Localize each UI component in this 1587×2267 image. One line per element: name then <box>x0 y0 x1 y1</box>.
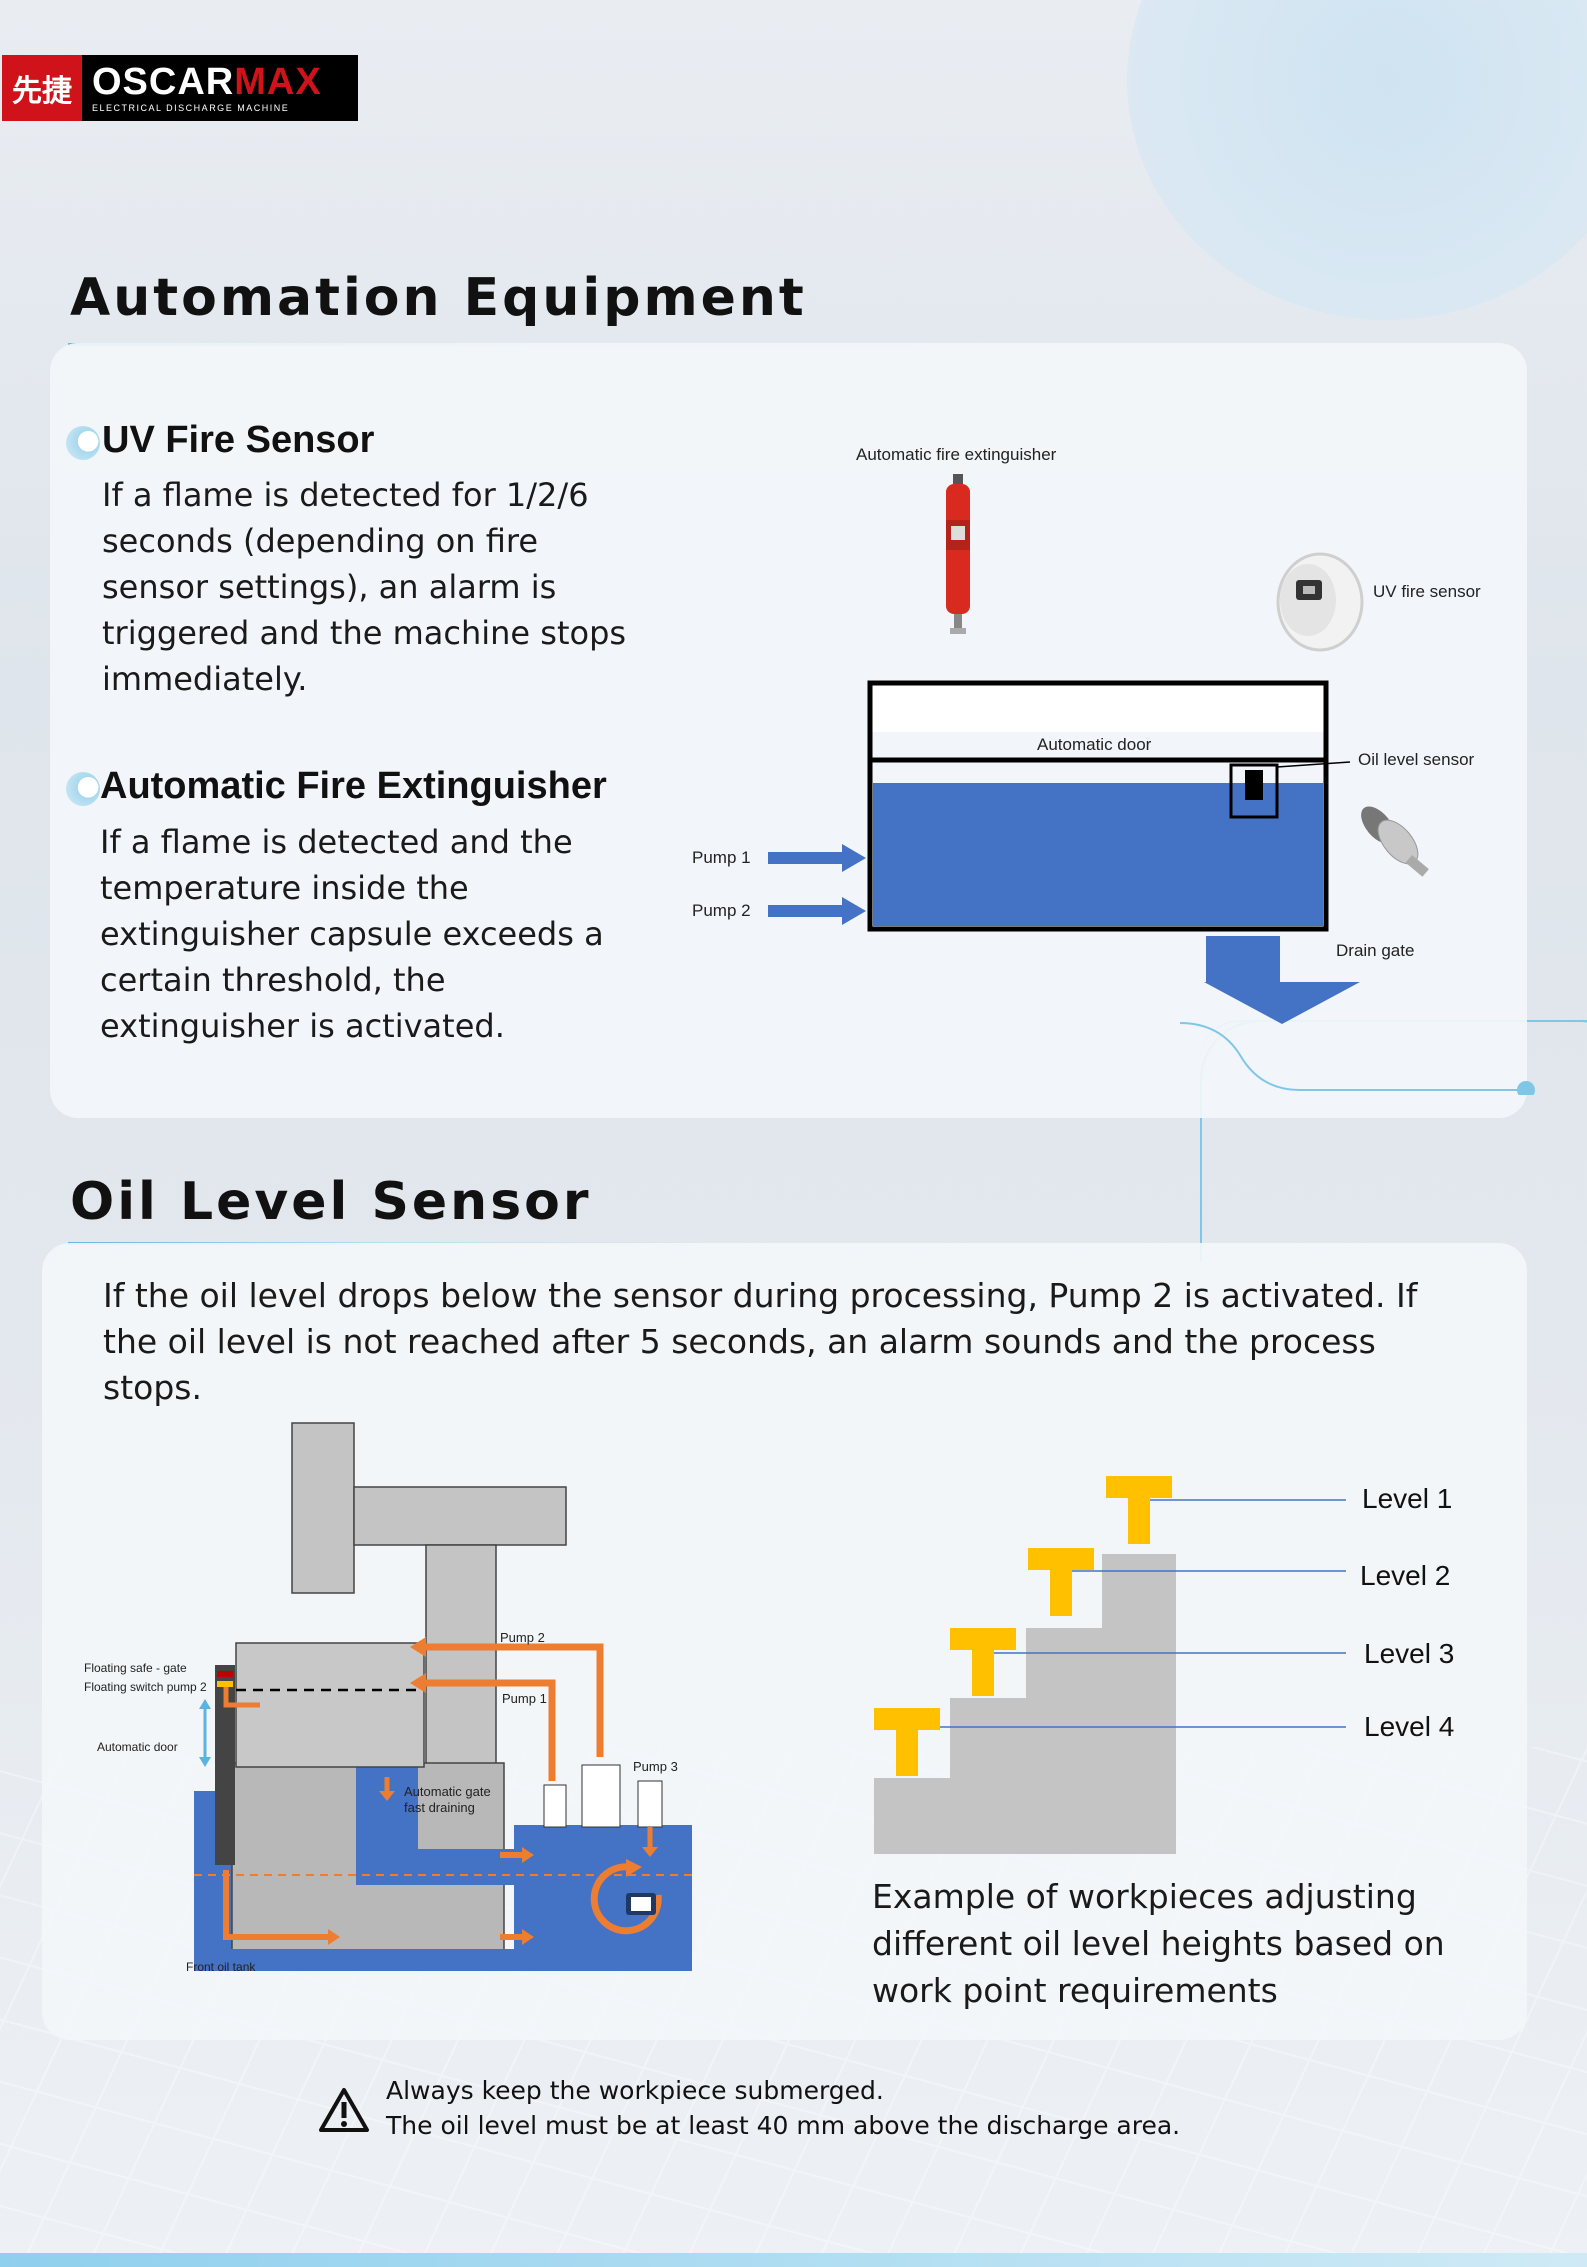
automation-diagram: Automatic fire extinguisher UV fire sens… <box>692 445 1481 1024</box>
company-logo: 先捷 OSCARMAX ELECTRICAL DISCHARGE MACHINE <box>2 55 358 121</box>
uv-sensor-title: UV Fire Sensor <box>102 419 375 461</box>
oil-levels-diagram: Level 1 Level 2 Level 3 Level 4 <box>874 1476 1454 1854</box>
label-machine-pump-3: Pump 3 <box>633 1759 678 1774</box>
logo-brand-prefix: OSCAR <box>92 61 235 103</box>
label-pump-1: Pump 1 <box>692 848 751 867</box>
machine-column <box>291 1422 355 1594</box>
pump-1-arrow <box>768 844 866 872</box>
label-drain-gate: Drain gate <box>1336 941 1414 960</box>
warning-line-1: Always keep the workpiece submerged. <box>386 2076 884 2105</box>
floating-switch-rod <box>215 1665 235 1865</box>
float-signal-arrow <box>223 1687 260 1708</box>
oil-sensor-pointer <box>1276 761 1351 768</box>
label-auto-extinguisher: Automatic fire extinguisher <box>856 445 1057 464</box>
label-floating-switch-pump: Floating switch pump 2 <box>84 1680 207 1694</box>
label-machine-pump-2: Pump 2 <box>500 1630 545 1645</box>
rear-tank-oil <box>514 1825 692 1971</box>
automation-title: Automation Equipment <box>70 268 807 328</box>
pump-2-arrow <box>768 897 866 925</box>
logo-chinese-mark: 先捷 <box>2 55 82 121</box>
filter-recycle-icon <box>590 1859 662 1935</box>
oil-level-sensor-photo-icon <box>1361 806 1429 877</box>
label-pump-2: Pump 2 <box>692 901 751 920</box>
front-tank-flow <box>223 1870 328 1940</box>
label-floating-safe-gate: Floating safe - gate <box>84 1661 187 1675</box>
label-oil-level-sensor: Oil level sensor <box>1358 750 1475 769</box>
pump-3-body <box>637 1780 663 1828</box>
label-level-4: Level 4 <box>1364 1711 1454 1742</box>
extinguisher-text: If a flame is detected and the temperatu… <box>100 823 604 1045</box>
machine-oil-diagram: Pump 2 Pump 1 Pump 3 Automatic gate fast… <box>84 1422 692 1974</box>
oil-level-text: If the oil level drops below the sensor … <box>103 1276 1418 1407</box>
label-machine-automatic-door: Automatic door <box>97 1740 178 1754</box>
oil-level-title: Oil Level Sensor <box>70 1172 592 1232</box>
levels-caption: Example of workpieces adjusting differen… <box>872 1877 1445 2010</box>
extinguisher-title: Automatic Fire Extinguisher <box>100 765 607 807</box>
logo-brand: OSCARMAX ELECTRICAL DISCHARGE MACHINE <box>82 63 358 113</box>
label-uv-fire-sensor: UV fire sensor <box>1373 582 1481 601</box>
drain-gate-arrow <box>1204 936 1360 1024</box>
uv-sensor-text: If a flame is detected for 1/2/6 seconds… <box>102 476 627 698</box>
pump-2-body <box>581 1764 621 1828</box>
tank-outline <box>867 680 1329 932</box>
fire-extinguisher-icon <box>946 474 970 634</box>
label-automatic-gate: Automatic gate <box>404 1784 491 1799</box>
uv-bullet-icon <box>66 426 100 460</box>
float-gate-marker <box>217 1671 233 1677</box>
pump-1-flow <box>426 1679 556 1781</box>
stepped-workpiece <box>874 1554 1176 1854</box>
work-area <box>235 1642 425 1768</box>
background-circle <box>1127 0 1587 320</box>
uv-fire-sensor-icon <box>1276 552 1364 652</box>
label-level-3: Level 3 <box>1364 1638 1454 1669</box>
label-level-1: Level 1 <box>1362 1483 1452 1514</box>
pump-1-body <box>543 1784 567 1828</box>
extinguisher-bullet-icon <box>66 772 100 806</box>
oil-volume <box>873 783 1323 926</box>
pump-2-flow <box>426 1643 604 1757</box>
label-machine-pump-1: Pump 1 <box>502 1691 547 1706</box>
logo-brand-suffix: MAX <box>234 61 322 103</box>
oil-level-sensor-float <box>1245 770 1263 800</box>
label-level-2: Level 2 <box>1360 1560 1450 1591</box>
electrode-markers <box>874 1476 1172 1776</box>
logo-tagline: ELECTRICAL DISCHARGE MACHINE <box>92 103 290 113</box>
bottom-channel <box>194 1949 692 1971</box>
warning-line-2: The oil level must be at least 40 mm abo… <box>386 2111 1181 2140</box>
connector-line <box>1180 1022 1535 1095</box>
warning-text: Always keep the workpiece submerged. The… <box>386 2073 1180 2143</box>
warning-icon <box>319 2088 369 2132</box>
label-fast-draining: fast draining <box>404 1800 475 1815</box>
machine-arm <box>353 1486 567 1546</box>
label-automatic-door: Automatic door <box>1037 735 1152 754</box>
label-front-oil-tank: Front oil tank <box>186 1960 256 1974</box>
float-pump-marker <box>217 1681 233 1687</box>
bottom-accent-bar <box>0 2253 1587 2267</box>
oil-level-sensor-housing <box>1229 763 1279 819</box>
tank-top-area <box>870 680 1326 732</box>
